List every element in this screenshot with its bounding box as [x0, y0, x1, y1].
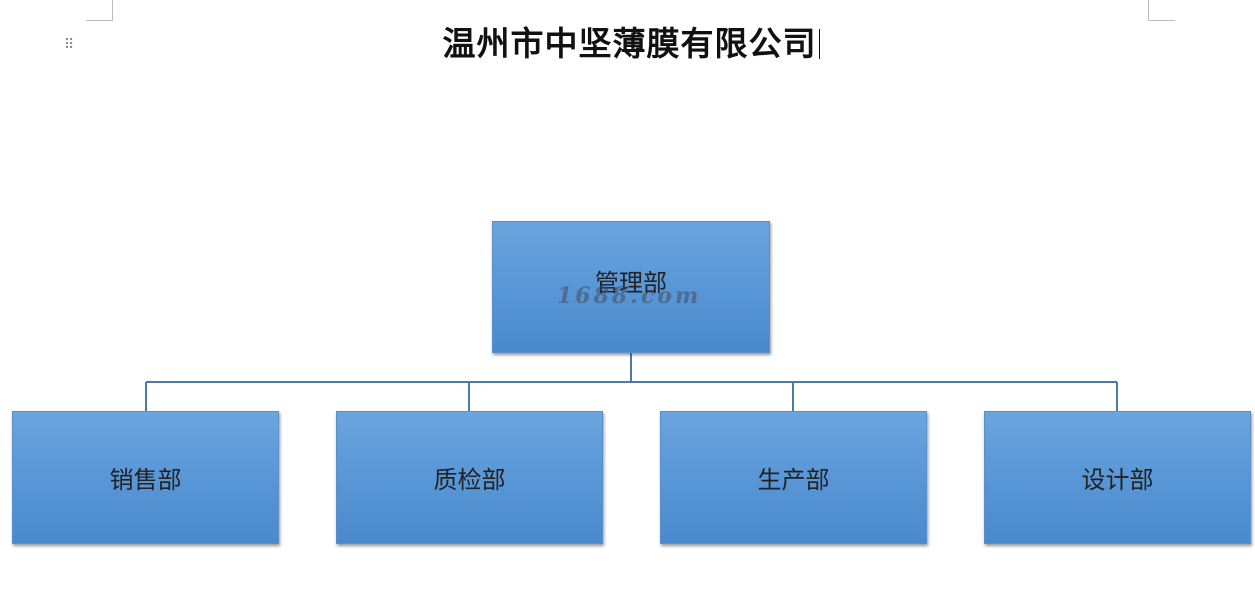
watermark: 1688.com: [557, 283, 702, 309]
org-node-management[interactable]: 管理部: [492, 221, 770, 353]
org-node-label: 生产部: [757, 466, 830, 494]
org-node-sales[interactable]: 销售部: [12, 411, 279, 544]
page-corner-mark-right: [1148, 0, 1175, 21]
org-node-quality-control[interactable]: 质检部: [336, 411, 603, 544]
drag-handle-icon[interactable]: ⠿: [64, 37, 74, 53]
text-cursor: [818, 29, 820, 59]
page-corner-mark-left: [86, 0, 113, 21]
org-node-design[interactable]: 设计部: [984, 411, 1251, 544]
org-node-label: 质检部: [433, 466, 506, 494]
document-title[interactable]: 温州市中坚薄膜有限公司: [0, 20, 1255, 68]
org-node-label: 销售部: [109, 466, 182, 494]
org-node-label: 设计部: [1081, 466, 1154, 494]
document-title-text: 温州市中坚薄膜有限公司: [442, 24, 817, 63]
org-node-production[interactable]: 生产部: [660, 411, 927, 544]
org-node-label: 管理部: [595, 268, 667, 297]
